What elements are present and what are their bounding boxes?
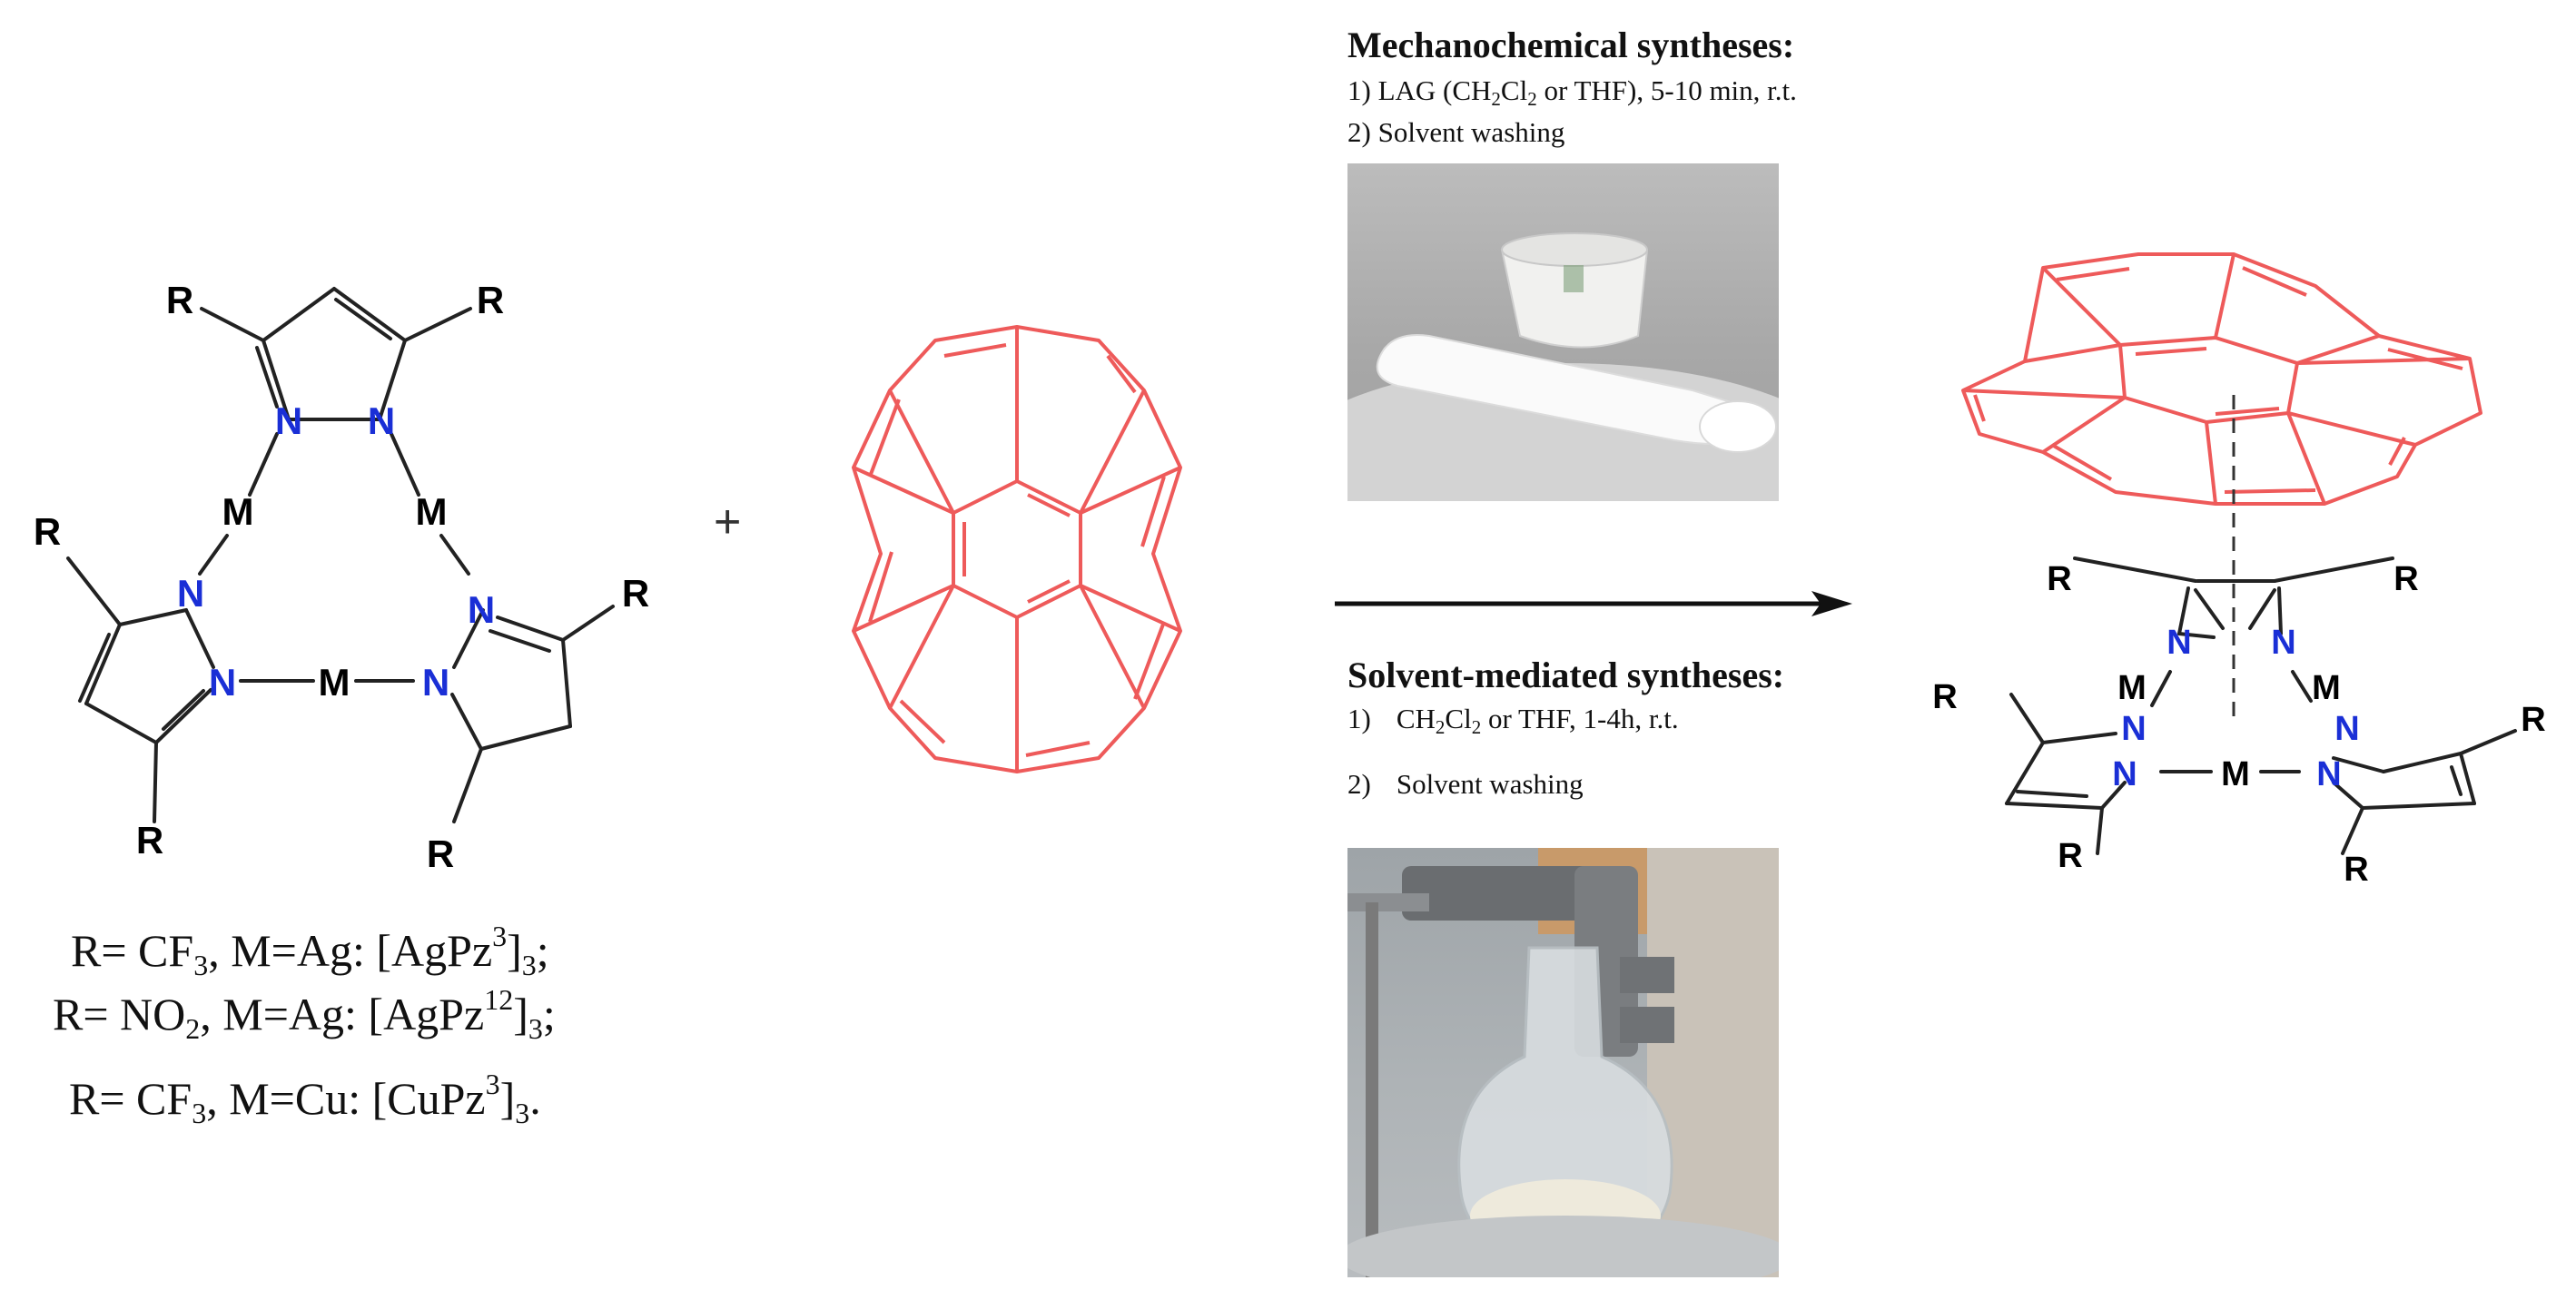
atom-n: N xyxy=(209,661,236,704)
atom-m: M xyxy=(222,490,254,533)
mechanochemical-step-1: 1) LAG (CH2Cl2 or THF), 5-10 min, r.t. xyxy=(1347,74,1797,110)
atom-m: M xyxy=(319,661,350,704)
legend-line-cupz3: R= CF3, M=Cu: [CuPz3]3. xyxy=(69,1068,541,1129)
solvent-mediated-step-1: 1)CH2Cl2 or THF, 1-4h, r.t. xyxy=(1347,703,1679,738)
atom-n: N xyxy=(2121,710,2146,748)
atom-n: N xyxy=(177,572,204,615)
atom-n: N xyxy=(275,399,302,442)
atom-r: R xyxy=(2047,560,2071,598)
legend-line-agpz12: R= NO2, M=Ag: [AgPz12]3; xyxy=(53,983,556,1045)
atom-m: M xyxy=(2117,669,2147,707)
reaction-arrow xyxy=(1335,591,1852,616)
atom-n: N xyxy=(2316,755,2341,793)
atom-r: R xyxy=(2393,560,2418,598)
legend-line-agpz3: R= CF3, M=Ag: [AgPz3]3; xyxy=(71,920,549,981)
atom-n: N xyxy=(2271,624,2295,662)
atom-n: N xyxy=(368,399,395,442)
mechanochemical-title: Mechanochemical syntheses: xyxy=(1347,25,1795,65)
coronene-structure xyxy=(852,325,1182,773)
mechanochemical-step-2: 2) Solvent washing xyxy=(1347,116,1565,148)
atom-r: R xyxy=(2344,851,2368,889)
atom-r: R xyxy=(34,510,61,553)
atom-r: R xyxy=(477,279,504,321)
atom-r: R xyxy=(1932,678,1957,716)
atom-r: R xyxy=(2521,701,2545,739)
solvent-mediated-title: Solvent-mediated syntheses: xyxy=(1347,655,1785,695)
atom-n: N xyxy=(2112,755,2137,793)
atom-m: M xyxy=(2221,755,2250,793)
atom-m: M xyxy=(416,490,448,533)
atom-r: R xyxy=(427,832,454,875)
atom-r: R xyxy=(2058,837,2082,875)
solvent-mediated-step-2: 2)Solvent washing xyxy=(1347,768,1584,800)
atom-m: M xyxy=(2312,669,2341,707)
atom-n: N xyxy=(468,588,495,631)
plus-sign: + xyxy=(714,496,742,548)
trinuclear-pyrazolate-structure: R R N N M M R R N N N M N R R xyxy=(34,279,649,875)
atom-r: R xyxy=(136,819,163,862)
atom-r: R xyxy=(622,572,649,615)
atom-n: N xyxy=(422,661,449,704)
coronene-adduct-structure: R R N N M M R R N N N M N R R xyxy=(1932,252,2546,889)
atom-n: N xyxy=(2166,624,2191,662)
flask-clamp-photo xyxy=(1347,848,1779,1277)
atom-n: N xyxy=(2334,710,2359,748)
mortar-pestle-photo xyxy=(1347,163,1779,501)
atom-r: R xyxy=(166,279,193,321)
